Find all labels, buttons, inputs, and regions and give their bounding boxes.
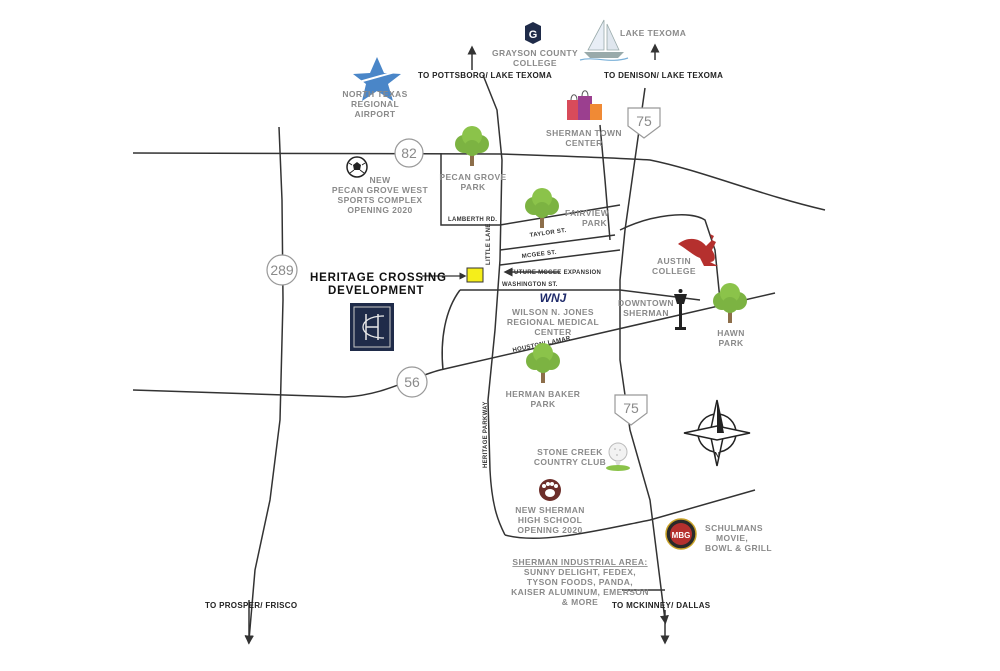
town-center-label-2: CENTER bbox=[565, 138, 602, 148]
development-site-marker[interactable] bbox=[466, 267, 484, 283]
industrial-title: SHERMAN INDUSTRIAL AREA: bbox=[512, 557, 647, 567]
medical-center-label-3: CENTER bbox=[534, 327, 571, 337]
compass-north-letter: N bbox=[714, 451, 720, 460]
direction-denison: TO DENISON/ LAKE TEXOMA bbox=[604, 71, 723, 80]
highway-56-shield: 56 bbox=[396, 366, 428, 398]
industrial-list-1: SUNNY DELIGHT, FEDEX, bbox=[524, 567, 636, 577]
pecan-grove-label-1: PECAN GROVE bbox=[439, 172, 506, 182]
austin-college-label-2: COLLEGE bbox=[652, 266, 696, 276]
schulmans-label-1: SCHULMANS bbox=[705, 523, 763, 533]
sports-complex-label-1: NEW bbox=[369, 175, 391, 185]
highway-289-label: 289 bbox=[270, 262, 294, 278]
tree-icon bbox=[525, 188, 559, 228]
development-title-line1: HERITAGE CROSSING bbox=[310, 272, 447, 284]
herman-baker-label-1: HERMAN BAKER bbox=[506, 389, 581, 399]
downtown-label-2: SHERMAN bbox=[623, 308, 669, 318]
mcgee-street-2 bbox=[499, 249, 621, 266]
grayson-college-logo-icon: G bbox=[525, 22, 541, 44]
fairview-label-1: FAIRVIEW bbox=[565, 208, 610, 218]
direction-mckinney: TO MCKINNEY/ DALLAS bbox=[612, 601, 711, 610]
fairview-label-2: PARK bbox=[582, 218, 608, 228]
grayson-label-1: GRAYSON COUNTY bbox=[492, 48, 578, 58]
street-lamp-icon bbox=[674, 289, 687, 330]
pottsboro-road bbox=[482, 74, 506, 536]
high-school-label-1: NEW SHERMAN bbox=[515, 505, 585, 515]
tree-icon bbox=[713, 283, 747, 323]
street-future-mcgee: FUTURE MCGEE EXPANSION bbox=[510, 270, 601, 276]
airplane-star-icon bbox=[351, 57, 403, 101]
highway-289-shield: 289 bbox=[266, 254, 298, 286]
herman-baker-label-2: PARK bbox=[530, 399, 556, 409]
highway-56-road bbox=[132, 292, 776, 398]
kangaroo-icon bbox=[678, 234, 718, 266]
sports-complex-label-4: OPENING 2020 bbox=[347, 205, 412, 215]
street-taylor: TAYLOR ST. bbox=[529, 228, 567, 239]
grayson-label-2: COLLEGE bbox=[513, 58, 557, 68]
direction-pottsboro: TO POTTSBORO/ LAKE TEXOMA bbox=[418, 71, 552, 80]
development-title-line2: DEVELOPMENT bbox=[328, 285, 424, 297]
lamberth-road bbox=[440, 153, 500, 226]
downtown-label-1: DOWNTOWN bbox=[618, 298, 674, 308]
shopping-bags-icon bbox=[567, 90, 602, 120]
svg-text:MBG: MBG bbox=[672, 531, 691, 540]
hawn-park-label-1: HAWN bbox=[717, 328, 745, 338]
wnj-logo-icon: WNJ bbox=[540, 291, 567, 305]
soccer-ball-icon bbox=[346, 156, 368, 178]
highway-75-south-shield: 75 bbox=[614, 394, 648, 426]
airport-label-1: NORTH TEXAS bbox=[342, 89, 407, 99]
highway-75-north-label: 75 bbox=[636, 113, 652, 129]
washington-street bbox=[460, 289, 701, 301]
mcgee-street bbox=[499, 234, 616, 251]
golf-ball-icon bbox=[606, 442, 630, 471]
paw-icon bbox=[539, 479, 561, 501]
highway-75-south-label: 75 bbox=[623, 400, 639, 416]
street-washington: WASHINGTON ST. bbox=[502, 282, 558, 288]
street-mcgee: MCGEE ST. bbox=[522, 250, 558, 260]
roads bbox=[132, 43, 826, 645]
houston-lamar-road bbox=[441, 289, 461, 371]
highway-75-north-shield: 75 bbox=[627, 107, 661, 139]
industrial-list-3: KAISER ALUMINUM, EMERSON bbox=[511, 587, 649, 597]
high-school-label-3: OPENING 2020 bbox=[517, 525, 582, 535]
lake-texoma-label: LAKE TEXOMA bbox=[620, 28, 686, 38]
compass-rose-icon: N bbox=[683, 399, 751, 467]
stone-creek-label-2: COUNTRY CLUB bbox=[534, 457, 606, 467]
tree-icon bbox=[455, 126, 489, 166]
schulmans-label-2: MOVIE, bbox=[716, 533, 748, 543]
highway-82-road bbox=[132, 152, 826, 211]
sports-complex-label-3: SPORTS COMPLEX bbox=[338, 195, 423, 205]
pecan-grove-label-2: PARK bbox=[460, 182, 486, 192]
denison-road bbox=[619, 87, 669, 625]
street-heritage-parkway: HERITAGE PARKWAY bbox=[483, 401, 489, 468]
industrial-list-4: & MORE bbox=[562, 597, 598, 607]
medical-center-label-1: WILSON N. JONES bbox=[512, 307, 594, 317]
schulmans-label-3: BOWL & GRILL bbox=[705, 543, 772, 553]
street-little-lane: LITTLE LANE bbox=[486, 223, 492, 265]
svg-text:G: G bbox=[529, 29, 538, 41]
town-center-label-1: SHERMAN TOWN bbox=[546, 128, 622, 138]
airport-label-2: REGIONAL bbox=[351, 99, 399, 109]
highway-82-label: 82 bbox=[401, 145, 417, 161]
sailboat-icon bbox=[579, 19, 629, 61]
airport-label-3: AIRPORT bbox=[354, 109, 395, 119]
highway-56-label: 56 bbox=[404, 374, 420, 390]
medical-center-label-2: REGIONAL MEDICAL bbox=[507, 317, 599, 327]
direction-prosper: TO PROSPER/ FRISCO bbox=[205, 601, 297, 610]
highway-82-shield: 82 bbox=[394, 138, 424, 168]
industrial-list-2: TYSON FOODS, PANDA, bbox=[527, 577, 633, 587]
hc-monogram-logo-icon bbox=[350, 303, 394, 351]
us75-road bbox=[599, 124, 611, 241]
sports-complex-label-2: PECAN GROVE WEST bbox=[332, 185, 429, 195]
street-lamberth: LAMBERTH RD. bbox=[448, 217, 497, 223]
high-school-label-2: HIGH SCHOOL bbox=[518, 515, 582, 525]
southern-loop-road bbox=[504, 489, 756, 540]
stone-creek-label-1: STONE CREEK bbox=[537, 447, 603, 457]
hawn-park-label-2: PARK bbox=[718, 338, 744, 348]
austin-loop-road bbox=[619, 214, 721, 301]
highway-289-road bbox=[244, 126, 284, 645]
austin-college-label-1: AUSTIN bbox=[657, 256, 691, 266]
mbg-logo-icon: MBG bbox=[665, 518, 697, 550]
taylor-street bbox=[499, 204, 621, 226]
